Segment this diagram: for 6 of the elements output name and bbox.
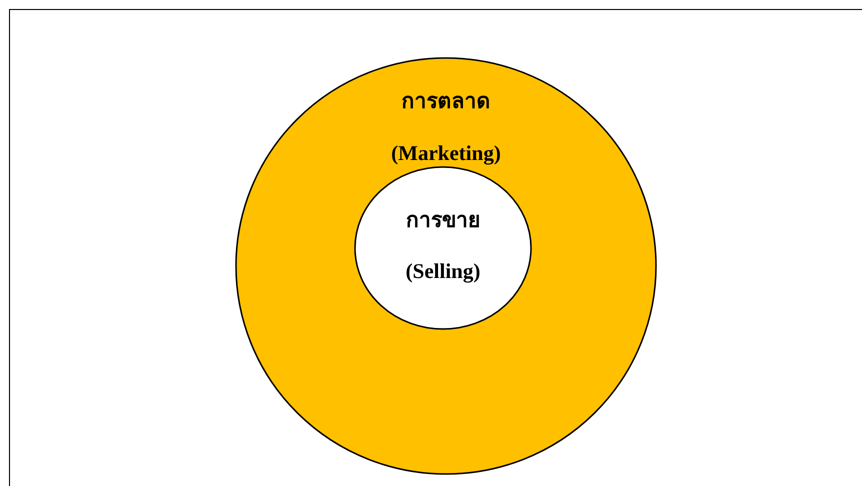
circle-label: การขาย xyxy=(406,207,480,233)
circle-label: การตลาด xyxy=(402,88,490,114)
outer-circle xyxy=(236,58,656,474)
circle-label: (Marketing) xyxy=(391,140,501,166)
circle-label: (Selling) xyxy=(406,258,480,284)
inner-circle xyxy=(355,167,531,329)
